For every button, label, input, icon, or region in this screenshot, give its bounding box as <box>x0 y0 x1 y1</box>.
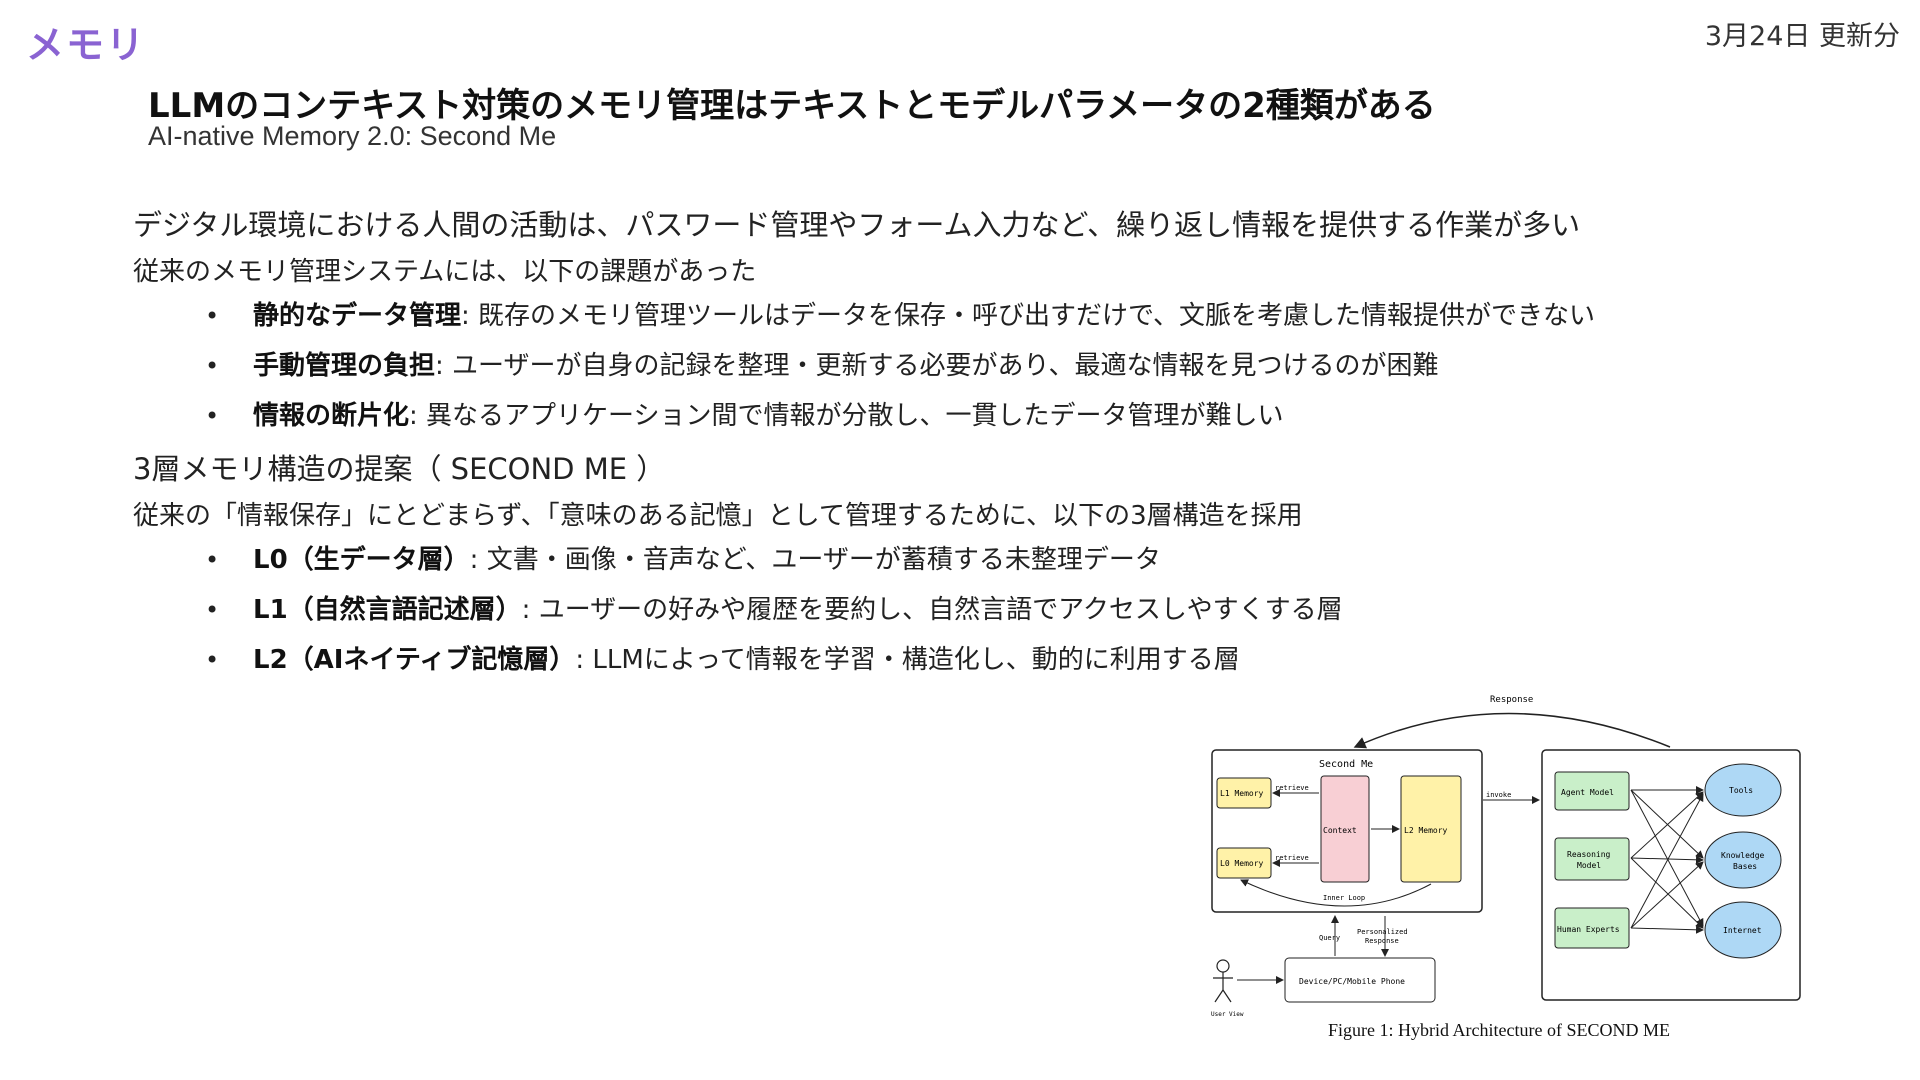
architecture-figure: Response Second Me L1 Memory L0 Memory r… <box>1205 690 1805 1050</box>
page-title: LLMのコンテキスト対策のメモリ管理はテキストとモデルパラメータの2種類がある <box>148 86 1436 126</box>
human-experts-node <box>1554 907 1630 949</box>
internet-label: Internet <box>1723 926 1762 935</box>
l0-memory-node <box>1216 847 1272 879</box>
l1-memory-label: L1 Memory <box>1220 789 1264 798</box>
agent-model-label: Agent Model <box>1561 788 1614 797</box>
layer-term: L2（AIネイティブ記憶層） <box>253 645 576 675</box>
proposal-heading: 3層メモリ構造の提案（ SECOND ME ） <box>133 452 666 486</box>
layer-term: L1（自然言語記述層） <box>253 595 522 625</box>
tools-node <box>1704 763 1782 817</box>
invoke-label: invoke <box>1486 791 1511 799</box>
agent-model-node <box>1554 771 1630 811</box>
context-node <box>1320 775 1370 883</box>
retrieve-label-2: retrieve <box>1275 854 1309 862</box>
reasoning-label-1: Reasoning <box>1567 850 1611 859</box>
user-figure-icon <box>1213 959 1233 1003</box>
layer-item: L0（生データ層）: 文書・画像・音声など、ユーザーが蓄積する未整理データ <box>205 543 1893 577</box>
response-label: Response <box>1490 695 1533 705</box>
device-node <box>1284 957 1436 1003</box>
l2-memory-label: L2 Memory <box>1404 826 1448 835</box>
personalized-label-2: Response <box>1365 937 1399 945</box>
user-label: User View <box>1211 1011 1244 1018</box>
architecture-diagram: Response Second Me L1 Memory L0 Memory r… <box>1211 695 1801 1018</box>
issues-list: 静的なデータ管理: 既存のメモリ管理ツールはデータを保存・呼び出すだけで、文脈を… <box>133 299 1893 433</box>
device-label: Device/PC/Mobile Phone <box>1299 977 1405 986</box>
layer-item: L2（AIネイティブ記憶層）: LLMによって情報を学習・構造化し、動的に利用す… <box>205 643 1893 677</box>
slide-body: デジタル環境における人間の活動は、パスワード管理やフォーム入力など、繰り返し情報… <box>133 205 1893 693</box>
layer-item: L1（自然言語記述層）: ユーザーの好みや履歴を要約し、自然言語でアクセスしやす… <box>205 593 1893 627</box>
update-date: 3月24日 更新分 <box>1704 21 1900 52</box>
issue-term: 手動管理の負担 <box>253 351 436 381</box>
personalized-label-1: Personalized <box>1357 928 1408 936</box>
issue-text: : 既存のメモリ管理ツールはデータを保存・呼び出すだけで、文脈を考慮した情報提供… <box>461 301 1596 331</box>
retrieve-label-1: retrieve <box>1275 784 1309 792</box>
layer-text: : LLMによって情報を学習・構造化し、動的に利用する層 <box>575 645 1240 675</box>
issue-item: 静的なデータ管理: 既存のメモリ管理ツールはデータを保存・呼び出すだけで、文脈を… <box>205 299 1893 333</box>
cross-connections <box>1630 786 1704 934</box>
issue-term: 静的なデータ管理 <box>253 301 462 331</box>
reasoning-model-node <box>1554 837 1630 881</box>
knowledge-label-2: Bases <box>1733 862 1757 871</box>
page-subtitle: AI-native Memory 2.0: Second Me <box>148 121 557 151</box>
issue-item: 手動管理の負担: ユーザーが自身の記録を整理・更新する必要があり、最適な情報を見… <box>205 349 1893 383</box>
layer-term: L0（生データ層） <box>253 545 470 575</box>
knowledge-bases-node <box>1704 831 1782 889</box>
inner-loop-arc <box>1240 879 1432 907</box>
lead-text: デジタル環境における人間の活動は、パスワード管理やフォーム入力など、繰り返し情報… <box>133 208 1581 242</box>
issue-item: 情報の断片化: 異なるアプリケーション間で情報が分散し、一貫したデータ管理が難し… <box>205 399 1893 433</box>
issue-text: : ユーザーが自身の記録を整理・更新する必要があり、最適な情報を見つけるのが困難 <box>435 351 1439 381</box>
query-label: Query <box>1319 934 1340 942</box>
proposal-intro: 従来の「情報保存」にとどまらず、「意味のある記憶」として管理するために、以下の3… <box>133 501 1303 531</box>
reasoning-label-2: Model <box>1577 861 1601 870</box>
human-experts-label: Human Experts <box>1557 925 1620 934</box>
second-me-label: Second Me <box>1319 759 1373 770</box>
issue-term: 情報の断片化 <box>253 401 410 431</box>
figure-caption: Figure 1: Hybrid Architecture of SECOND … <box>1328 1020 1670 1040</box>
l1-memory-node <box>1216 777 1272 809</box>
l2-memory-node <box>1400 775 1462 883</box>
internet-node <box>1704 901 1782 959</box>
issues-intro: 従来のメモリ管理システムには、以下の課題があった <box>133 257 757 287</box>
layer-text: : 文書・画像・音声など、ユーザーが蓄積する未整理データ <box>469 545 1161 575</box>
layers-list: L0（生データ層）: 文書・画像・音声など、ユーザーが蓄積する未整理データ L1… <box>133 543 1893 677</box>
response-arc <box>1353 712 1671 749</box>
context-label: Context <box>1323 826 1357 835</box>
inner-loop-label: Inner Loop <box>1323 894 1365 902</box>
tools-label: Tools <box>1729 786 1753 795</box>
section-tag: メモリ <box>26 23 147 67</box>
knowledge-label-1: Knowledge <box>1721 851 1765 860</box>
l0-memory-label: L0 Memory <box>1220 859 1264 868</box>
issue-text: : 異なるアプリケーション間で情報が分散し、一貫したデータ管理が難しい <box>409 401 1284 431</box>
layer-text: : ユーザーの好みや履歴を要約し、自然言語でアクセスしやすくする層 <box>521 595 1343 625</box>
